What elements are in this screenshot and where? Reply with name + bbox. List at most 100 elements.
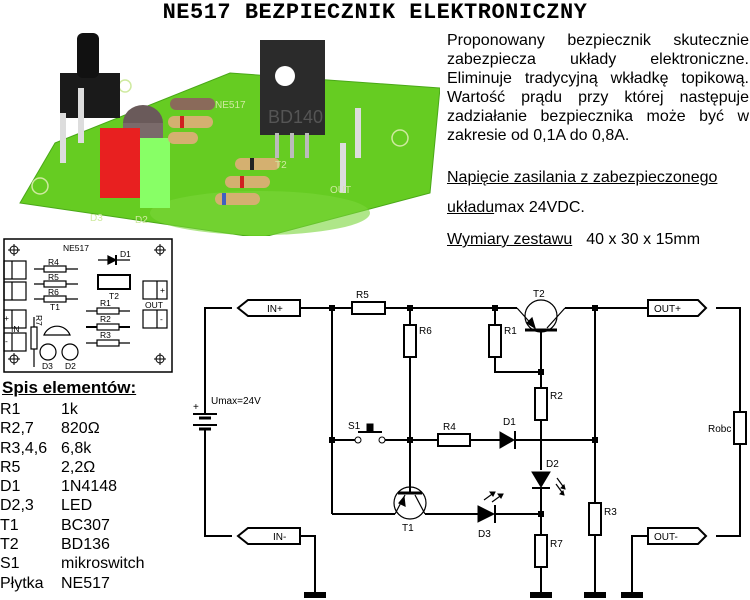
resistor-r7 [534, 534, 548, 568]
transistor-t2 [516, 299, 566, 333]
svg-text:R5: R5 [48, 272, 59, 282]
mounting-holes [8, 244, 166, 365]
svg-text:-: - [5, 336, 8, 346]
label-s1: S1 [348, 421, 361, 432]
dimensions-spec: Wymiary zestawu 40 x 30 x 15mm [447, 230, 700, 249]
label-t2: T2 [533, 289, 545, 300]
parts-list-title: Spis elementów: [2, 378, 137, 397]
transistor-t1 [393, 483, 427, 520]
svg-text:D2: D2 [135, 215, 148, 226]
resistor-r1 [488, 324, 502, 358]
resistor-r2 [534, 387, 548, 421]
supply-value: max 24VDC. [494, 199, 585, 216]
svg-text:D1: D1 [120, 249, 131, 259]
connector-blocks [3, 260, 168, 352]
label-robc: Robc [708, 424, 731, 435]
supply-label-line1: Napięcie zasilania z zabezpieczonego [447, 169, 718, 186]
dimensions-value: 40 x 30 x 15mm [586, 231, 701, 248]
svg-text:NE517: NE517 [215, 100, 246, 111]
pcb-semis [39, 255, 131, 361]
label-out-plus: OUT+ [654, 304, 681, 315]
resistor-r6 [403, 324, 417, 358]
label-d3: D3 [478, 529, 491, 540]
svg-text:R7: R7 [34, 315, 44, 326]
product-photo: BD140 NE517 T2 D3 D2 OUT [0, 28, 440, 236]
svg-text:BD140: BD140 [268, 107, 323, 127]
resistor-r4 [437, 433, 471, 447]
svg-text:D3: D3 [90, 213, 103, 224]
led-d2 [531, 471, 566, 496]
svg-text:-: - [160, 314, 163, 324]
label-r7: R7 [550, 539, 563, 550]
svg-text:R1: R1 [100, 298, 111, 308]
led-d3-photo [100, 128, 140, 198]
svg-text:T2: T2 [275, 160, 287, 171]
led-d2-photo [140, 138, 170, 208]
transistor-t2-photo: BD140 [260, 40, 325, 158]
pcb-label-board: NE517 [63, 243, 89, 253]
svg-text:D3: D3 [42, 361, 53, 371]
junctions [329, 305, 598, 517]
label-r3: R3 [604, 507, 617, 518]
pcb-resistors [30, 265, 130, 367]
svg-text:R3: R3 [100, 330, 111, 340]
wires [204, 307, 741, 592]
schematic-labels: IN+ IN- OUT+ OUT- Umax=24V + R5 R6 R1 R2… [193, 289, 731, 550]
svg-text:OUT: OUT [330, 185, 351, 196]
battery-symbol [193, 400, 217, 440]
resistor-symbols [351, 301, 747, 568]
svg-text:D2: D2 [65, 361, 76, 371]
connector-out-plus [647, 299, 708, 317]
product-description: Proponowany bezpiecznik skutecznie zabez… [447, 32, 749, 144]
connector-in-minus [236, 527, 301, 545]
led-d3 [477, 491, 504, 523]
resistor-robc [733, 411, 747, 445]
label-r4: R4 [443, 422, 456, 433]
switch-s1 [354, 423, 386, 444]
label-d2: D2 [546, 459, 559, 470]
label-r6: R6 [419, 326, 432, 337]
label-d1: D1 [503, 417, 516, 428]
svg-text:+: + [160, 285, 165, 295]
label-t1: T1 [402, 523, 414, 534]
connector-in-plus [236, 299, 301, 317]
resistors-photo [168, 98, 280, 205]
resistor-r3 [588, 502, 602, 536]
label-r2: R2 [550, 391, 563, 402]
dimensions-label: Wymiary zestawu [447, 231, 573, 248]
connector-symbols [236, 299, 708, 545]
connector-out-minus [647, 527, 708, 545]
label-in-plus: IN+ [267, 304, 283, 315]
ground-symbols [304, 592, 643, 598]
resistor-r5 [351, 301, 386, 315]
svg-text:+: + [4, 313, 9, 323]
label-r1: R1 [504, 326, 517, 337]
label-r5: R5 [356, 290, 369, 301]
svg-text:R4: R4 [48, 257, 59, 267]
diode-d1 [499, 431, 516, 449]
svg-text:T1: T1 [50, 302, 60, 312]
supply-label-line2: układu [447, 199, 495, 216]
svg-text:R6: R6 [48, 287, 59, 297]
svg-text:OUT: OUT [145, 300, 163, 310]
label-plus: + [193, 402, 199, 413]
svg-text:R2: R2 [100, 314, 111, 324]
supply-spec: układumax 24VDC. [447, 198, 585, 217]
page-title: NE517 BEZPIECZNIK ELEKTRONICZNY [162, 0, 588, 25]
svg-text:IN: IN [11, 324, 20, 334]
label-umax: Umax=24V [211, 396, 261, 407]
label-out-minus: OUT- [654, 532, 678, 543]
switch-s1-photo [60, 73, 120, 118]
